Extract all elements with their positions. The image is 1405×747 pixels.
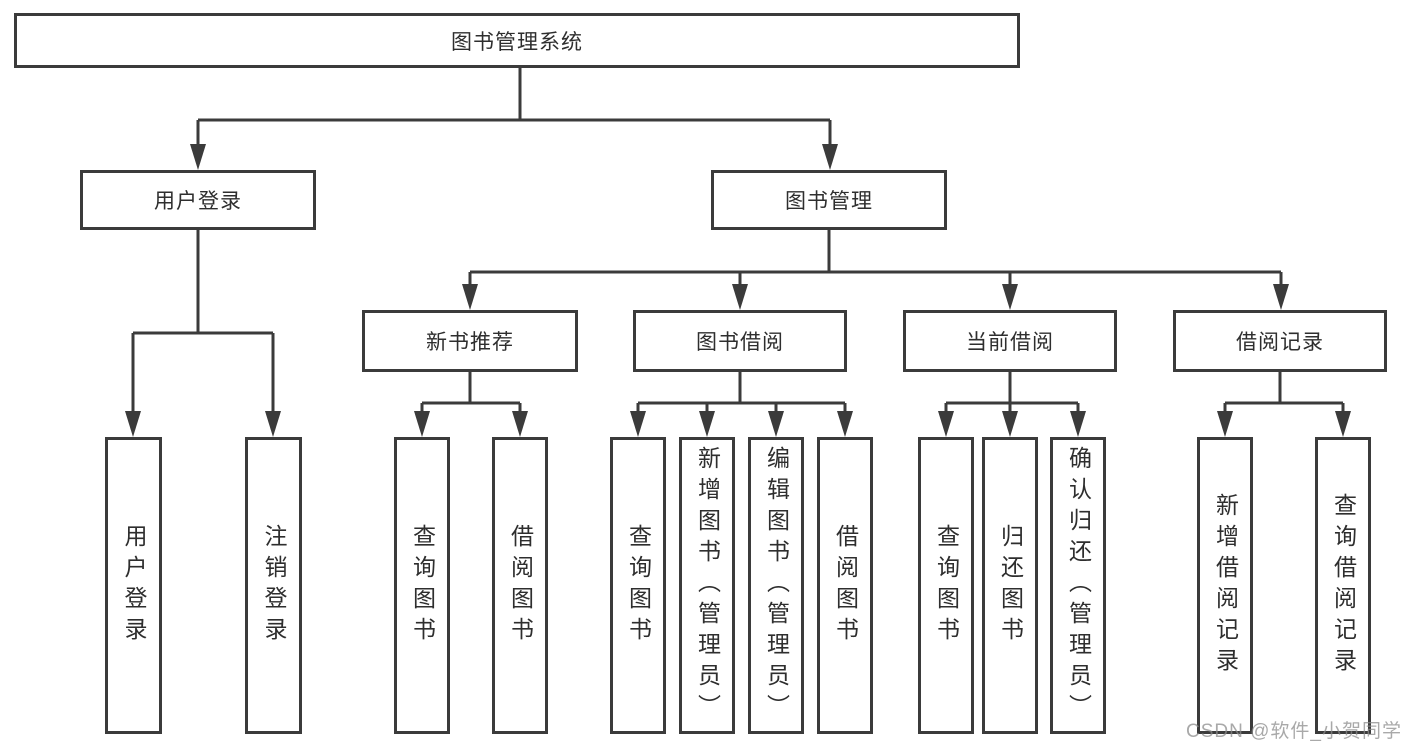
leaf-current-return-books-label: 归还图书 xyxy=(997,523,1024,648)
leaf-recommend-query-books: 查询图书 xyxy=(394,437,450,734)
node-current-borrowing-label: 当前借阅 xyxy=(966,331,1054,354)
node-user-login: 用户登录 xyxy=(80,170,316,230)
leaf-borrow-edit-books-admin: 编辑图书（管理员） xyxy=(748,437,804,734)
csdn-watermark: CSDN @软件_小贺同学 xyxy=(1186,721,1402,742)
leaf-records-query-record: 查询借阅记录 xyxy=(1315,437,1371,734)
node-borrowing-records-label: 借阅记录 xyxy=(1236,331,1324,354)
leaf-borrow-query-books: 查询图书 xyxy=(610,437,666,734)
node-new-book-recommendation: 新书推荐 xyxy=(362,310,578,372)
leaf-records-add-record-label: 新增借阅记录 xyxy=(1212,492,1239,679)
leaf-current-query-books-label: 查询图书 xyxy=(933,523,960,648)
leaf-current-confirm-return-admin: 确认归还（管理员） xyxy=(1050,437,1106,734)
leaf-user-login-label: 用户登录 xyxy=(121,523,147,648)
leaf-logout-label: 注销登录 xyxy=(261,523,287,648)
leaf-borrow-borrow-books-label: 借阅图书 xyxy=(832,523,859,648)
leaf-records-query-record-label: 查询借阅记录 xyxy=(1330,492,1357,679)
leaf-borrow-add-books-admin-label: 新增图书（管理员） xyxy=(694,446,721,725)
node-book-management-label: 图书管理 xyxy=(785,190,873,213)
node-borrowing-records: 借阅记录 xyxy=(1173,310,1387,372)
node-new-book-recommendation-label: 新书推荐 xyxy=(426,331,514,354)
leaf-borrow-borrow-books: 借阅图书 xyxy=(817,437,873,734)
leaf-records-add-record: 新增借阅记录 xyxy=(1197,437,1253,734)
node-book-borrowing: 图书借阅 xyxy=(633,310,847,372)
leaf-borrow-query-books-label: 查询图书 xyxy=(625,523,652,648)
leaf-current-query-books: 查询图书 xyxy=(918,437,974,734)
leaf-current-confirm-return-admin-label: 确认归还（管理员） xyxy=(1065,446,1092,725)
node-library-system-label: 图书管理系统 xyxy=(451,30,583,54)
node-user-login-label: 用户登录 xyxy=(154,190,242,213)
leaf-recommend-query-books-label: 查询图书 xyxy=(409,523,436,648)
leaf-recommend-borrow-books-label: 借阅图书 xyxy=(507,523,534,648)
leaf-borrow-edit-books-admin-label: 编辑图书（管理员） xyxy=(763,446,790,725)
node-book-borrowing-label: 图书借阅 xyxy=(696,331,784,354)
node-library-system: 图书管理系统 xyxy=(14,13,1020,68)
leaf-current-return-books: 归还图书 xyxy=(982,437,1038,734)
node-book-management: 图书管理 xyxy=(711,170,947,230)
leaf-borrow-add-books-admin: 新增图书（管理员） xyxy=(679,437,735,734)
leaf-user-login: 用户登录 xyxy=(105,437,162,734)
leaf-logout: 注销登录 xyxy=(245,437,302,734)
leaf-recommend-borrow-books: 借阅图书 xyxy=(492,437,548,734)
node-current-borrowing: 当前借阅 xyxy=(903,310,1117,372)
